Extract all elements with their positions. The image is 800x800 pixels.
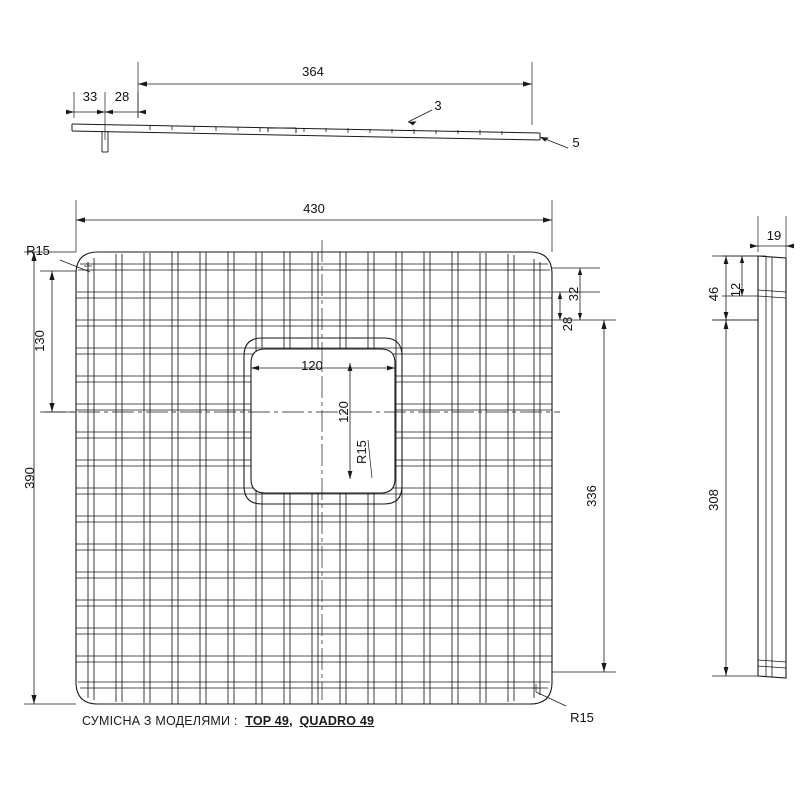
- grid-vertical-bars: [87, 252, 541, 704]
- dim-120-vertical: 120: [336, 401, 351, 423]
- view-top-profile: [66, 62, 569, 153]
- compatibility-note-prefix: СУМІСНА З МОДЕЛЯМИ :: [82, 714, 238, 728]
- model-quadro-49: QUADRO 49: [299, 714, 375, 728]
- dim-5: 5: [572, 135, 579, 150]
- dim-336: 336: [584, 485, 599, 507]
- dim-12: 12: [728, 283, 743, 297]
- compatibility-note: СУМІСНА З МОДЕЛЯМИ : TOP 49, QUADRO 49: [82, 714, 374, 728]
- dim-390: 390: [22, 467, 37, 489]
- dim-46: 46: [706, 287, 721, 301]
- dim-364: 364: [302, 64, 324, 79]
- dim-32: 32: [566, 287, 581, 301]
- dim-33: 33: [83, 89, 97, 104]
- dim-3: 3: [434, 98, 441, 113]
- view-plan: [24, 200, 616, 707]
- dim-430: 430: [303, 201, 325, 216]
- dim-130: 130: [32, 330, 47, 352]
- dim-28-top: 28: [115, 89, 129, 104]
- model-top-49: TOP 49: [245, 714, 290, 728]
- dim-308: 308: [706, 489, 721, 511]
- dim-120-horizontal: 120: [301, 358, 323, 373]
- radius-r15-inner: R15: [354, 440, 369, 464]
- dim-19: 19: [767, 228, 781, 243]
- dim-28: 28: [560, 317, 575, 331]
- note-separator: ,: [289, 714, 293, 728]
- radius-r15-bottom-right: R15: [570, 710, 594, 725]
- centerlines: [44, 240, 560, 700]
- view-right-section: [712, 216, 794, 679]
- radius-r15-top-left: R15: [26, 243, 50, 258]
